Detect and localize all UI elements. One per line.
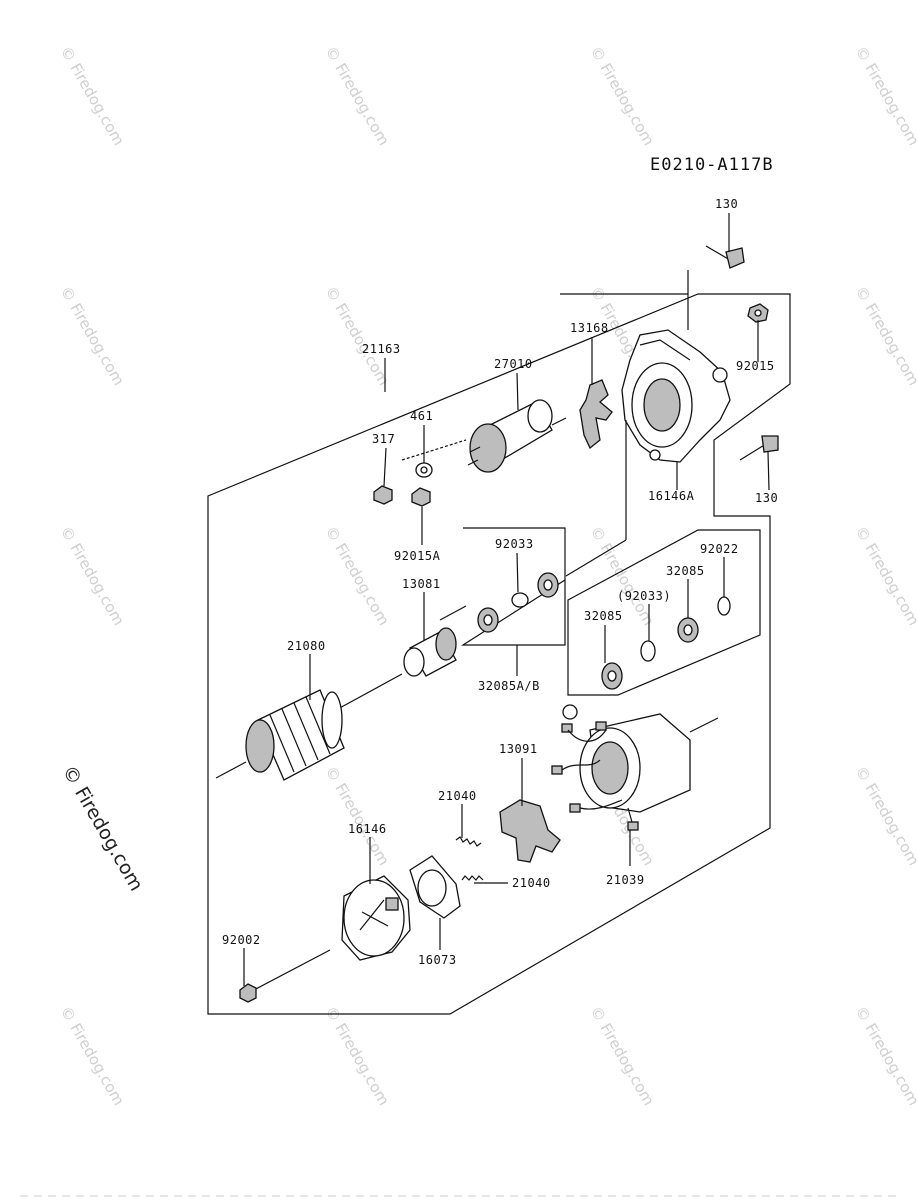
assembly-outline	[207, 293, 791, 1015]
housing-16146A	[621, 329, 731, 463]
collar-32085	[477, 607, 499, 633]
side-watermark: © Firedog.com	[58, 762, 148, 895]
label-92002: 92002	[222, 933, 261, 947]
label-16073: 16073	[418, 953, 457, 967]
subbox-92022-group	[567, 529, 761, 696]
watermark: © Firedog.com	[322, 1003, 393, 1109]
collar-32085-left	[601, 662, 623, 690]
watermark: © Firedog.com	[852, 43, 917, 149]
watermark: © Firedog.com	[57, 283, 128, 389]
label-21039: 21039	[606, 873, 645, 887]
watermark: © Firedog.com	[322, 43, 393, 149]
bolt-130-top	[705, 245, 745, 269]
clip-92033	[511, 592, 529, 608]
label-130-right: 130	[755, 491, 778, 505]
label-92033: 92033	[495, 537, 534, 551]
label-32085-a: 32085	[666, 564, 705, 578]
spring-21040-lower	[461, 875, 484, 881]
watermark: © Firedog.com	[852, 523, 917, 629]
label-461: 461	[410, 409, 433, 423]
watermark: © Firedog.com	[852, 1003, 917, 1109]
washer-461	[415, 462, 433, 478]
label-13081: 13081	[402, 577, 441, 591]
label-21163: 21163	[362, 342, 401, 356]
subbox-32085AB	[460, 527, 566, 646]
label-27010: 27010	[494, 357, 533, 371]
end-cover-16146	[341, 875, 411, 961]
label-13091: 13091	[499, 742, 538, 756]
brush-leads	[551, 704, 639, 831]
label-92033-paren: (92033)	[617, 589, 671, 603]
through-bolt-92002	[239, 949, 331, 1003]
lever-13168	[579, 379, 613, 450]
part-labels: 130 130 21163 27010 13168 92015 461 317 …	[222, 197, 778, 967]
leader-lines	[243, 213, 770, 986]
label-21080: 21080	[287, 639, 326, 653]
armature-21080	[215, 673, 403, 781]
label-130-top: 130	[715, 197, 738, 211]
solenoid-27010	[467, 399, 567, 473]
label-21040-a: 21040	[438, 789, 477, 803]
spring-21040-upper	[455, 836, 482, 847]
washer-92022	[717, 596, 731, 616]
label-92022: 92022	[700, 542, 739, 556]
watermark: © Firedog.com	[322, 283, 393, 389]
watermarks: © Firedog.com © Firedog.com © Firedog.co…	[57, 43, 917, 1109]
watermark: © Firedog.com	[57, 43, 128, 149]
diagram-code: E0210-A117B	[650, 155, 774, 175]
watermark: © Firedog.com	[322, 763, 393, 869]
clip-92033-paren	[640, 640, 656, 662]
nut-92015	[747, 303, 769, 323]
watermark: © Firedog.com	[57, 1003, 128, 1109]
brush-holder-13091	[499, 799, 561, 863]
yoke-housing	[579, 713, 719, 813]
gear-in-subbox	[537, 572, 559, 598]
label-32085-b: 32085	[584, 609, 623, 623]
gear-32085-right	[677, 617, 699, 643]
watermark: © Firedog.com	[852, 283, 917, 389]
label-92015: 92015	[736, 359, 775, 373]
watermark: © Firedog.com	[852, 763, 917, 869]
nut-92015A	[411, 487, 431, 507]
label-16146A: 16146A	[648, 489, 695, 503]
label-13168: 13168	[570, 321, 609, 335]
clutch-13081	[403, 627, 457, 677]
label-92015A: 92015A	[394, 549, 441, 563]
plate-16073	[409, 855, 461, 919]
nut-317	[373, 485, 393, 505]
label-317: 317	[372, 432, 395, 446]
watermark: © Firedog.com	[57, 523, 128, 629]
watermark: © Firedog.com	[587, 43, 658, 149]
watermark: © Firedog.com	[322, 523, 393, 629]
bolt-130-right	[739, 435, 779, 461]
watermark: © Firedog.com	[587, 1003, 658, 1109]
label-21040-b: 21040	[512, 876, 551, 890]
label-32085AB: 32085A/B	[478, 679, 540, 693]
label-16146: 16146	[348, 822, 387, 836]
